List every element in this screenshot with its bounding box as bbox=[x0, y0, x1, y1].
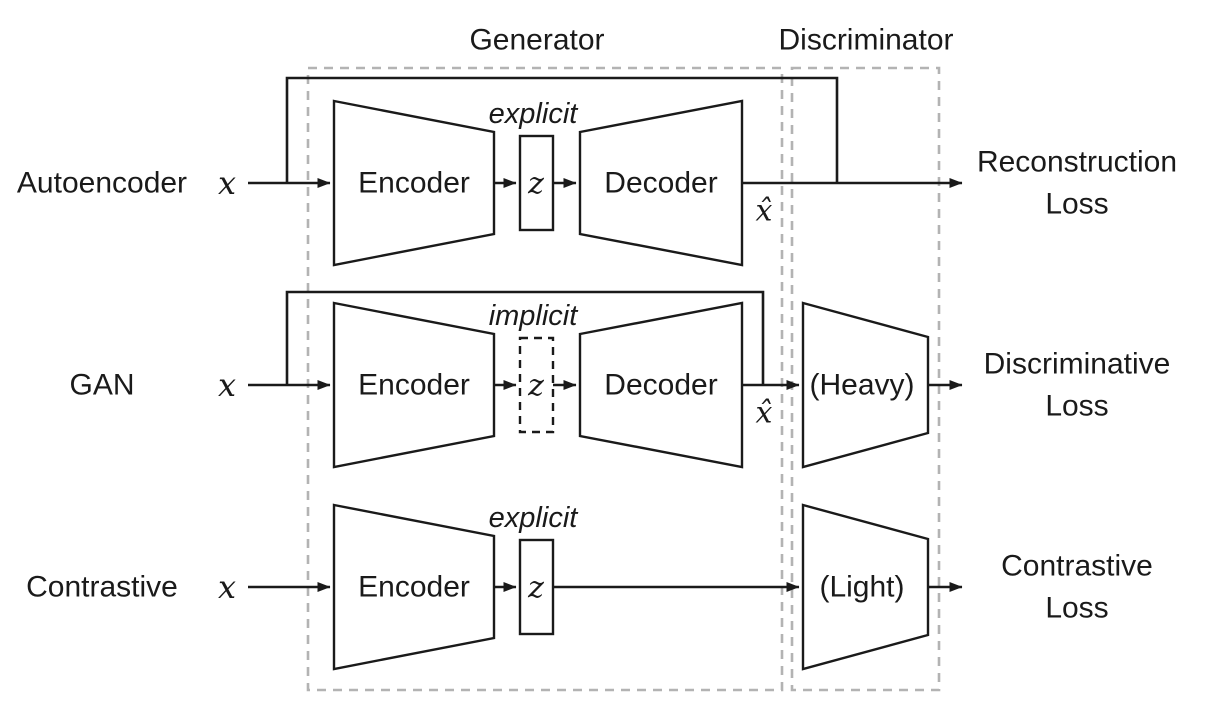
row-autoencoder-encoder-label: Encoder bbox=[358, 167, 470, 200]
row-contrastive-latent-symbol: z bbox=[527, 571, 544, 606]
row-gan-input-symbol: x bbox=[218, 366, 236, 404]
row-autoencoder-skip-connection bbox=[285, 76, 839, 183]
row-contrastive-loss-line2: Loss bbox=[1045, 592, 1108, 625]
row-gan-decoder-label: Decoder bbox=[604, 369, 717, 402]
row-gan-latent-box bbox=[518, 336, 555, 434]
row-gan-discriminator-block bbox=[801, 301, 930, 469]
row-contrastive: Contrastive x Encoder explicit z (Light)… bbox=[26, 502, 1153, 671]
row-autoencoder: Autoencoder x Encoder explicit z Decoder… bbox=[17, 76, 1177, 267]
generator-region-label: Generator bbox=[469, 24, 604, 57]
row-contrastive-encoder-label: Encoder bbox=[358, 571, 470, 604]
generator-region-box bbox=[306, 66, 784, 692]
row-contrastive-encoder-block bbox=[332, 503, 496, 671]
row-autoencoder-output-symbol: x̂ bbox=[756, 194, 773, 229]
row-gan-decoder-block bbox=[578, 301, 744, 469]
row-gan-discriminator-label: (Heavy) bbox=[809, 369, 914, 402]
row-contrastive-label: Contrastive bbox=[26, 571, 178, 604]
row-gan-encoder-block bbox=[332, 301, 496, 469]
row-gan-output-symbol: x̂ bbox=[756, 396, 773, 431]
row-gan: GAN x Encoder implicit z Decoder x̂ (Hea… bbox=[69, 290, 1171, 469]
row-gan-latent-symbol: z bbox=[527, 369, 544, 404]
row-contrastive-latent-type-label: explicit bbox=[489, 502, 580, 534]
row-gan-loss-line2: Loss bbox=[1045, 390, 1108, 423]
row-autoencoder-input-symbol: x bbox=[218, 164, 236, 202]
row-autoencoder-loss-line1: Reconstruction bbox=[977, 146, 1177, 179]
row-contrastive-discriminator-block bbox=[801, 503, 930, 671]
row-autoencoder-loss-line2: Loss bbox=[1045, 188, 1108, 221]
row-contrastive-discriminator-label: (Light) bbox=[819, 571, 904, 604]
row-autoencoder-encoder-block bbox=[332, 99, 496, 267]
row-contrastive-loss-line1: Contrastive bbox=[1001, 550, 1153, 583]
row-gan-skip-connection bbox=[285, 290, 765, 385]
row-gan-latent-type-label: implicit bbox=[489, 300, 580, 332]
row-contrastive-input-symbol: x bbox=[218, 568, 236, 606]
row-autoencoder-latent-symbol: z bbox=[527, 167, 544, 202]
row-gan-encoder-label: Encoder bbox=[358, 369, 470, 402]
row-gan-loss-line1: Discriminative bbox=[984, 348, 1171, 381]
row-autoencoder-latent-type-label: explicit bbox=[489, 98, 580, 130]
discriminator-region-label: Discriminator bbox=[778, 24, 953, 57]
row-gan-label: GAN bbox=[69, 369, 134, 402]
row-autoencoder-label: Autoencoder bbox=[17, 167, 187, 200]
row-autoencoder-decoder-block bbox=[578, 99, 744, 267]
row-autoencoder-decoder-label: Decoder bbox=[604, 167, 717, 200]
